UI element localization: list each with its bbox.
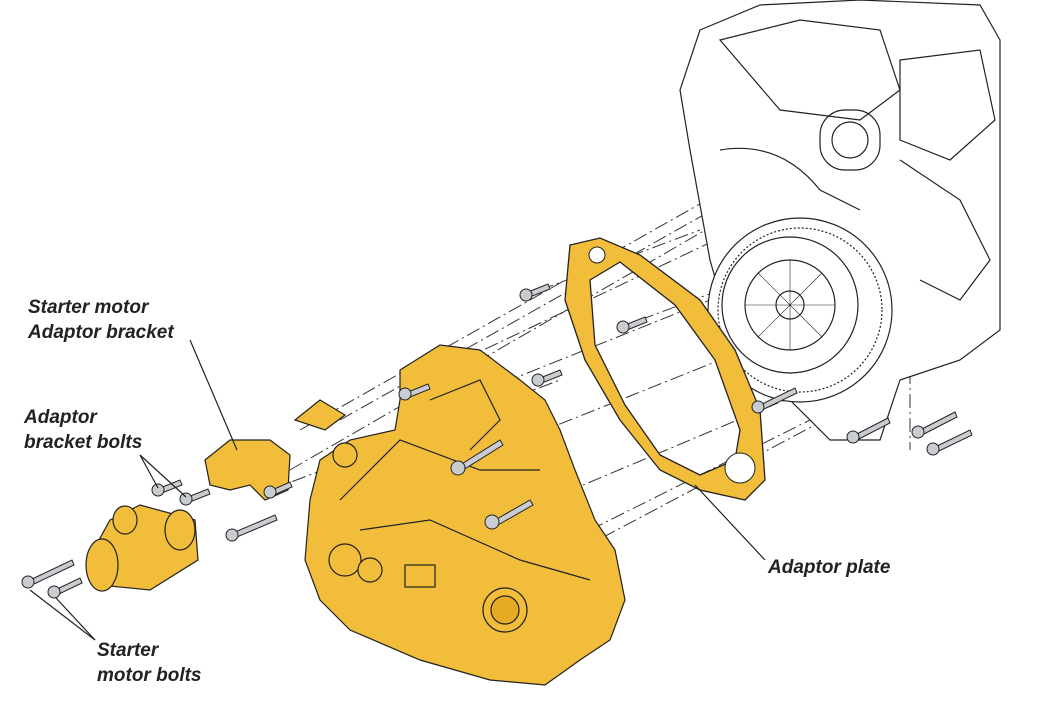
label-adaptor-plate: Adaptor plate [768,557,891,578]
adaptor-plate-hole [724,452,756,484]
starter-motor-adaptor-bracket [204,439,291,501]
shift-lever [293,399,347,431]
label-line: Adaptor [24,407,97,428]
label-starter-motor-adaptor-bracket: Starter motor Adaptor bracket [28,295,174,345]
transmission [293,344,626,686]
label-line: Adaptor bracket [28,322,174,343]
adaptor-plate-hole [588,246,606,264]
label-line: Starter [97,640,159,661]
label-line: Starter motor [28,297,149,318]
engine [679,0,1001,441]
label-line: bracket bolts [24,432,143,453]
label-line: motor bolts [97,665,202,686]
flywheel [707,217,893,403]
bolts [21,283,973,599]
label-starter-motor-bolts: Starter motor bolts [97,638,202,688]
label-adaptor-bracket-bolts: Adaptor bracket bolts [24,405,142,455]
starter-motor [85,504,199,592]
leader-lines [29,339,766,641]
